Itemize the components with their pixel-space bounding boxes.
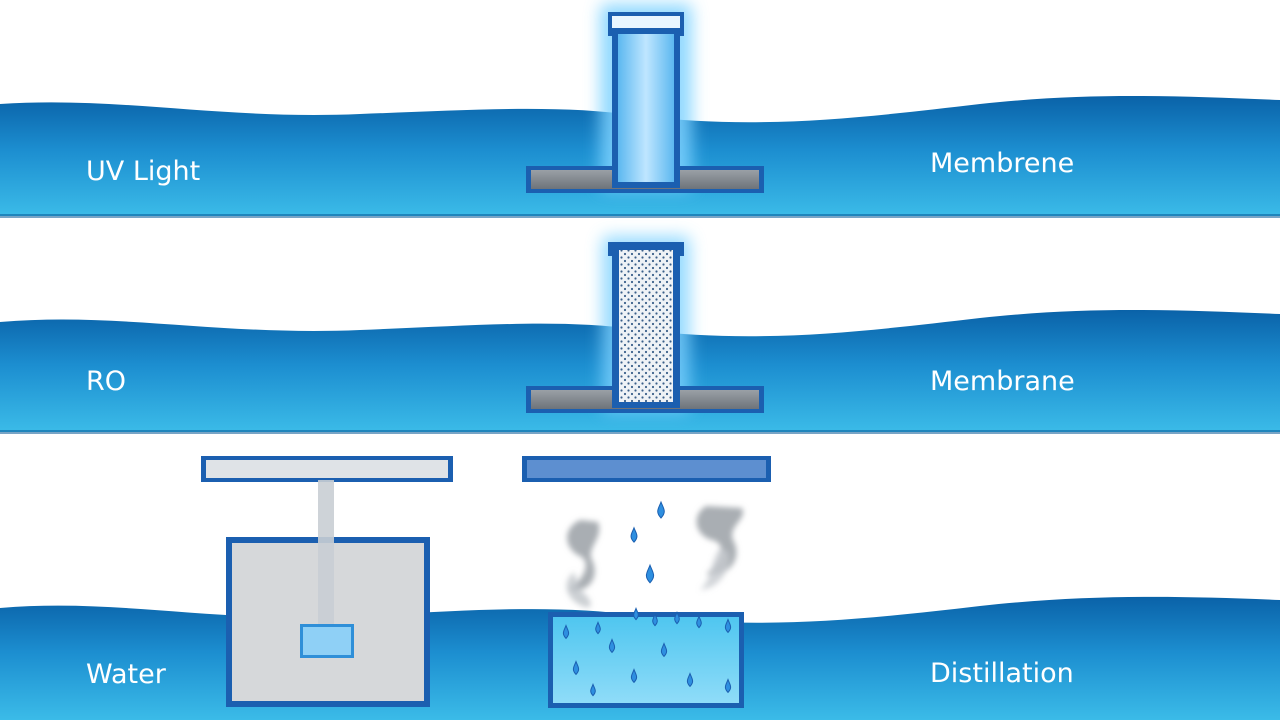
water-drop-icon bbox=[674, 610, 680, 625]
row-2-left-label: RO bbox=[86, 366, 126, 397]
water-drop-icon bbox=[633, 606, 639, 621]
row-1-left-label: UV Light bbox=[86, 156, 200, 187]
water-drops bbox=[562, 500, 732, 697]
steam-icon bbox=[566, 506, 744, 608]
row-3-left-label: Water bbox=[86, 659, 167, 690]
water-tank-icon bbox=[201, 456, 453, 707]
water-drop-icon bbox=[572, 660, 580, 676]
water-drop-icon bbox=[652, 612, 658, 627]
water-drop-icon bbox=[660, 642, 668, 658]
water-drop-icon bbox=[686, 672, 694, 688]
row-1-right-label: Membrene bbox=[930, 148, 1074, 179]
water-drop-icon bbox=[724, 618, 732, 634]
distillation-icon bbox=[522, 456, 771, 708]
water-drop-icon bbox=[562, 624, 570, 640]
water-drop-icon bbox=[595, 620, 601, 635]
water-drop-icon bbox=[657, 500, 665, 519]
water-drop-icon bbox=[608, 638, 616, 654]
water-drop-icon bbox=[645, 563, 655, 584]
water-drop-icon bbox=[724, 678, 732, 694]
water-drop-icon bbox=[696, 614, 702, 629]
water-drop-icon bbox=[630, 668, 638, 684]
water-drop-icon bbox=[630, 526, 638, 543]
uv-light-filter-icon bbox=[526, 4, 764, 193]
row-2-right-label: Membrane bbox=[930, 366, 1075, 397]
row-3-right-label: Distillation bbox=[930, 658, 1074, 689]
water-drop-icon bbox=[590, 682, 596, 697]
ro-membrane-filter-icon bbox=[526, 236, 764, 413]
